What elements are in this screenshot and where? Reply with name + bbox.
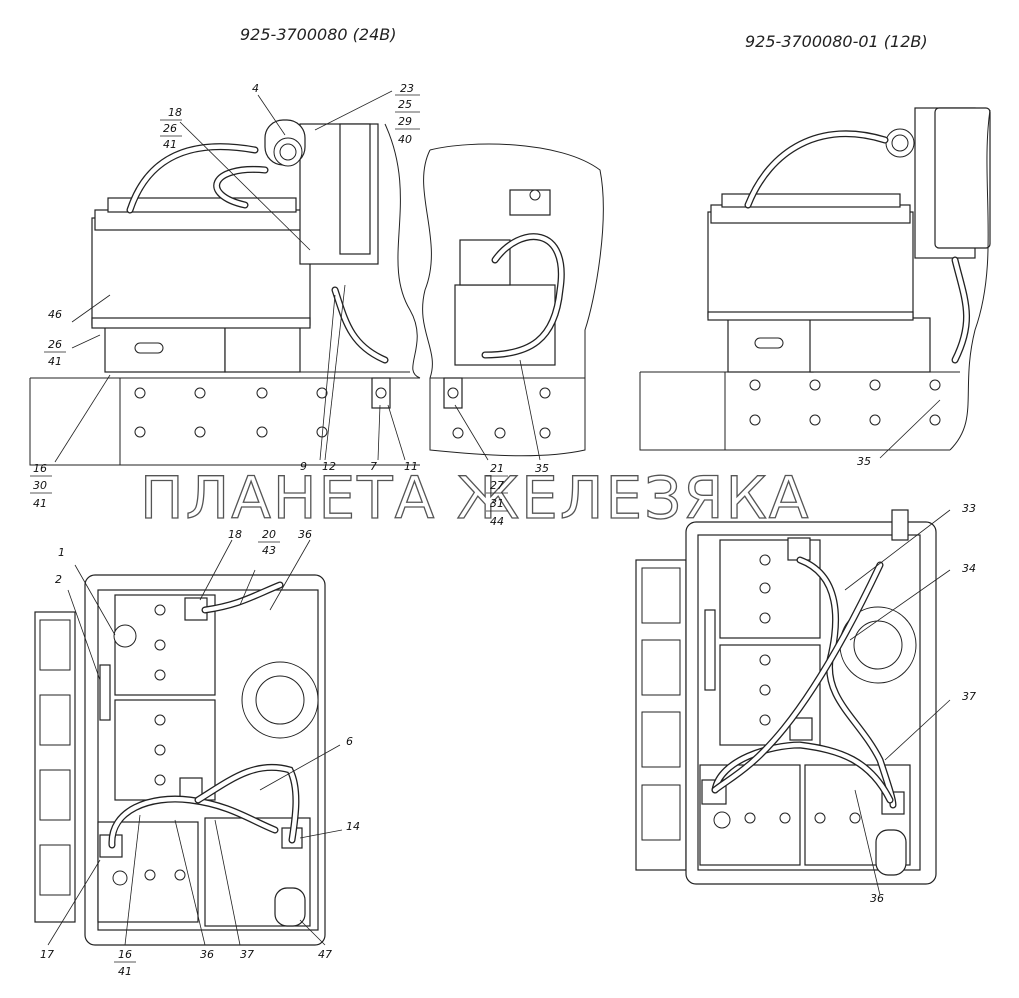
callout-36: 36 [298, 528, 312, 541]
callout-26: 26 [48, 338, 62, 351]
callout-18: 18 [228, 528, 242, 541]
top-view-12v [635, 509, 937, 885]
callout-41: 41 [163, 138, 177, 151]
callout-35: 35 [857, 455, 871, 468]
callout-47: 47 [318, 948, 332, 961]
callout-37: 37 [962, 690, 976, 703]
callout-12: 12 [322, 460, 336, 473]
callout-18: 18 [168, 106, 182, 119]
callout-25: 25 [398, 98, 412, 111]
side-view-24v [29, 119, 421, 466]
callout-20: 20 [262, 528, 276, 541]
watermark-text: ПЛАНЕТА ЖЕЛЕЗЯКА [140, 464, 810, 532]
title-12v-variant: 925-3700080-01 (12В) [745, 32, 928, 51]
callout-1: 1 [58, 546, 65, 559]
callout-41: 41 [118, 965, 132, 978]
callout-16: 16 [33, 462, 47, 475]
callout-2: 2 [55, 573, 62, 586]
callout-44: 44 [490, 515, 504, 528]
callout-23: 23 [400, 82, 414, 95]
callout-underlines [30, 94, 508, 963]
side-view-detail [422, 143, 604, 457]
callout-29: 29 [398, 115, 412, 128]
callout-36: 36 [200, 948, 214, 961]
callout-11: 11 [404, 460, 418, 473]
callout-43: 43 [262, 544, 276, 557]
callout-36: 36 [870, 892, 884, 905]
callout-27: 27 [490, 479, 504, 492]
callout-9: 9 [300, 460, 307, 473]
top-view-24v [34, 574, 326, 946]
callout-33: 33 [962, 502, 976, 515]
callout-41: 41 [48, 355, 62, 368]
callout-14: 14 [346, 820, 360, 833]
callout-26: 26 [163, 122, 177, 135]
callout-37: 37 [240, 948, 254, 961]
callout-46: 46 [48, 308, 62, 321]
callout-16: 16 [118, 948, 132, 961]
callout-7: 7 [370, 460, 377, 473]
callout-6: 6 [346, 735, 353, 748]
callout-17: 17 [40, 948, 54, 961]
callout-21: 21 [490, 462, 504, 475]
side-view-12v [639, 107, 991, 451]
callout-4: 4 [252, 82, 259, 95]
callout-40: 40 [398, 133, 412, 146]
callout-31: 31 [490, 497, 504, 510]
callout-41: 41 [33, 497, 47, 510]
callout-34: 34 [962, 562, 976, 575]
callout-35: 35 [535, 462, 549, 475]
leader-lines [47, 90, 951, 946]
title-24v-variant: 925-3700080 (24В) [240, 25, 396, 44]
callout-30: 30 [33, 479, 47, 492]
callout-numbers: 4 18 26 41 23 25 29 40 46 26 41 16 30 41… [33, 82, 976, 978]
